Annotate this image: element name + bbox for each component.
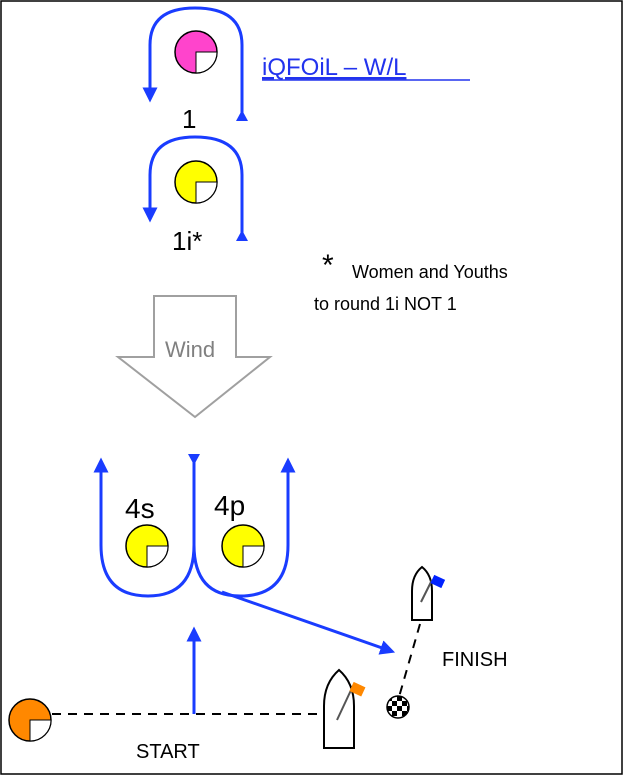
finish-pin-buoy-icon — [386, 695, 410, 719]
mark-4s-label: 4s — [125, 493, 155, 524]
gate-entry-marker — [188, 454, 200, 465]
note-line-1: Women and Youths — [352, 262, 508, 282]
gate-4s-rounding-path — [93, 457, 196, 598]
mark-1-rounding-path — [142, 6, 244, 120]
mark-1i-direction-marker — [236, 230, 248, 241]
start-label: START — [136, 741, 200, 763]
gate-4p-rounding-path — [192, 457, 296, 598]
mark-1-buoy-icon — [174, 30, 218, 74]
finish-boat-icon — [411, 565, 446, 621]
note-asterisk: * — [322, 249, 334, 282]
mark-1i-buoy-icon — [174, 160, 218, 204]
mark-1i-rounding-path — [142, 135, 244, 240]
mark-1-label: 1 — [182, 104, 196, 134]
course-title[interactable]: iQFOiL – W/L — [262, 54, 406, 81]
wind-arrow-icon — [115, 295, 273, 419]
mark-1-direction-marker — [236, 110, 248, 121]
start-committee-boat-icon — [323, 668, 366, 749]
mark-1i-label: 1i* — [172, 226, 202, 256]
finish-approach-path — [221, 590, 396, 655]
mark-4s-buoy-icon — [125, 524, 169, 568]
mark-4p-buoy-icon — [221, 524, 265, 568]
start-pin-buoy-icon — [8, 698, 52, 742]
wind-label: Wind — [165, 337, 215, 362]
note-line-2: to round 1i NOT 1 — [314, 294, 457, 314]
finish-label: FINISH — [442, 649, 508, 671]
mark-4p-label: 4p — [214, 490, 245, 521]
finish-line — [398, 623, 421, 698]
